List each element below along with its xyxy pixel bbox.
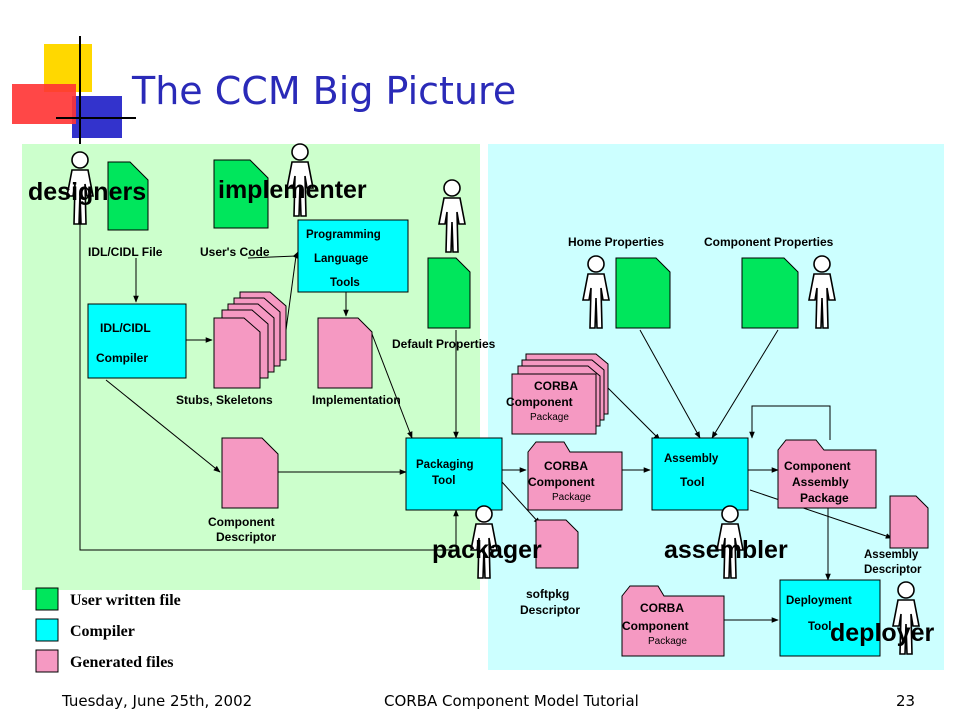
legend-swatch-compiler xyxy=(35,618,59,642)
corba-stack-label-2: Component xyxy=(506,395,573,409)
label-assembly: Assembly xyxy=(664,453,719,465)
corner-decoration xyxy=(12,36,136,146)
stubs-skeletons-stack xyxy=(213,291,287,389)
corba-package-packaged xyxy=(527,441,623,511)
label-deployment: Deployment xyxy=(786,595,852,607)
comp-asm-label-1: Component xyxy=(784,459,851,473)
label-packaging: Packaging xyxy=(416,459,474,471)
label-component-properties: Component Properties xyxy=(704,235,834,249)
label-users-code: User's Code xyxy=(200,245,270,259)
component-assembly-package xyxy=(777,439,877,509)
slide-title: The CCM Big Picture xyxy=(131,69,516,113)
legend-swatch-generated xyxy=(35,649,59,673)
corba-pkg-label-3: Package xyxy=(552,492,591,503)
role-packager: packager xyxy=(432,536,542,564)
assembly-tool xyxy=(651,437,749,511)
component-properties-file xyxy=(741,257,799,329)
label-default-properties: Default Properties xyxy=(392,337,496,351)
role-designers: designers xyxy=(28,178,146,206)
legend-label-generated: Generated files xyxy=(70,654,174,671)
label-deployment-tool: Tool xyxy=(808,621,831,633)
corba-deploy-label-2: Component xyxy=(622,619,689,633)
label-implementation: Implementation xyxy=(312,393,401,407)
footer-date: Tuesday, June 25th, 2002 xyxy=(61,692,252,710)
page-number: 23 xyxy=(896,692,915,710)
corba-pkg-label-2: Component xyxy=(528,475,595,489)
legend: User written file Compiler Generated fil… xyxy=(35,587,181,673)
comp-asm-label-3: Package xyxy=(800,491,849,505)
programming-language-tools xyxy=(297,219,409,293)
role-deployer: deployer xyxy=(830,619,934,647)
label-component-descriptor-1: Component xyxy=(208,515,275,529)
label-language: Language xyxy=(314,253,368,265)
label-assembly-descriptor-1: Assembly xyxy=(864,549,919,561)
label-component-descriptor-2: Descriptor xyxy=(216,530,276,544)
legend-label-compiler: Compiler xyxy=(70,623,135,640)
corba-package-stack xyxy=(511,353,609,435)
assembly-descriptor-file xyxy=(889,495,929,549)
default-properties-file xyxy=(427,257,471,329)
implementation-file xyxy=(317,317,373,389)
corba-deploy-label-3: Package xyxy=(648,636,687,647)
users-code-file xyxy=(213,159,269,229)
connectors xyxy=(79,192,893,623)
label-assembly-descriptor-2: Descriptor xyxy=(864,564,922,576)
label-assembly-tool: Tool xyxy=(680,475,704,489)
corba-package-deployed xyxy=(621,585,725,657)
footer-title: CORBA Component Model Tutorial xyxy=(384,692,639,710)
corba-stack-label-1: CORBA xyxy=(534,379,578,393)
legend-swatch-user xyxy=(35,587,59,611)
label-tools: Tools xyxy=(330,277,360,289)
label-stubs-skeletons: Stubs, Skeletons xyxy=(176,393,273,407)
legend-label-user: User written file xyxy=(70,592,181,609)
role-assembler: assembler xyxy=(664,536,788,564)
label-compiler: Compiler xyxy=(96,351,148,365)
corba-stack-label-3: Package xyxy=(530,412,569,423)
label-programming: Programming xyxy=(306,229,381,241)
label-home-properties: Home Properties xyxy=(568,235,664,249)
comp-asm-label-2: Assembly xyxy=(792,475,849,489)
label-packaging-tool: Tool xyxy=(432,475,455,487)
component-descriptor-file xyxy=(221,437,279,509)
softpkg-descriptor-file xyxy=(535,519,579,569)
packaging-tool xyxy=(405,437,503,511)
corba-pkg-label-1: CORBA xyxy=(544,459,588,473)
corba-deploy-label-1: CORBA xyxy=(640,601,684,615)
label-softpkg-descriptor: Descriptor xyxy=(520,603,580,617)
role-implementer: implementer xyxy=(218,176,367,204)
idl-file xyxy=(107,161,149,231)
idl-cidl-compiler xyxy=(87,303,187,379)
label-softpkg: softpkg xyxy=(526,587,569,601)
label-idl-file: IDL/CIDL File xyxy=(88,245,163,259)
home-properties-file xyxy=(615,257,671,329)
deployment-tool xyxy=(779,579,881,657)
label-idl-cidl: IDL/CIDL xyxy=(100,321,151,335)
